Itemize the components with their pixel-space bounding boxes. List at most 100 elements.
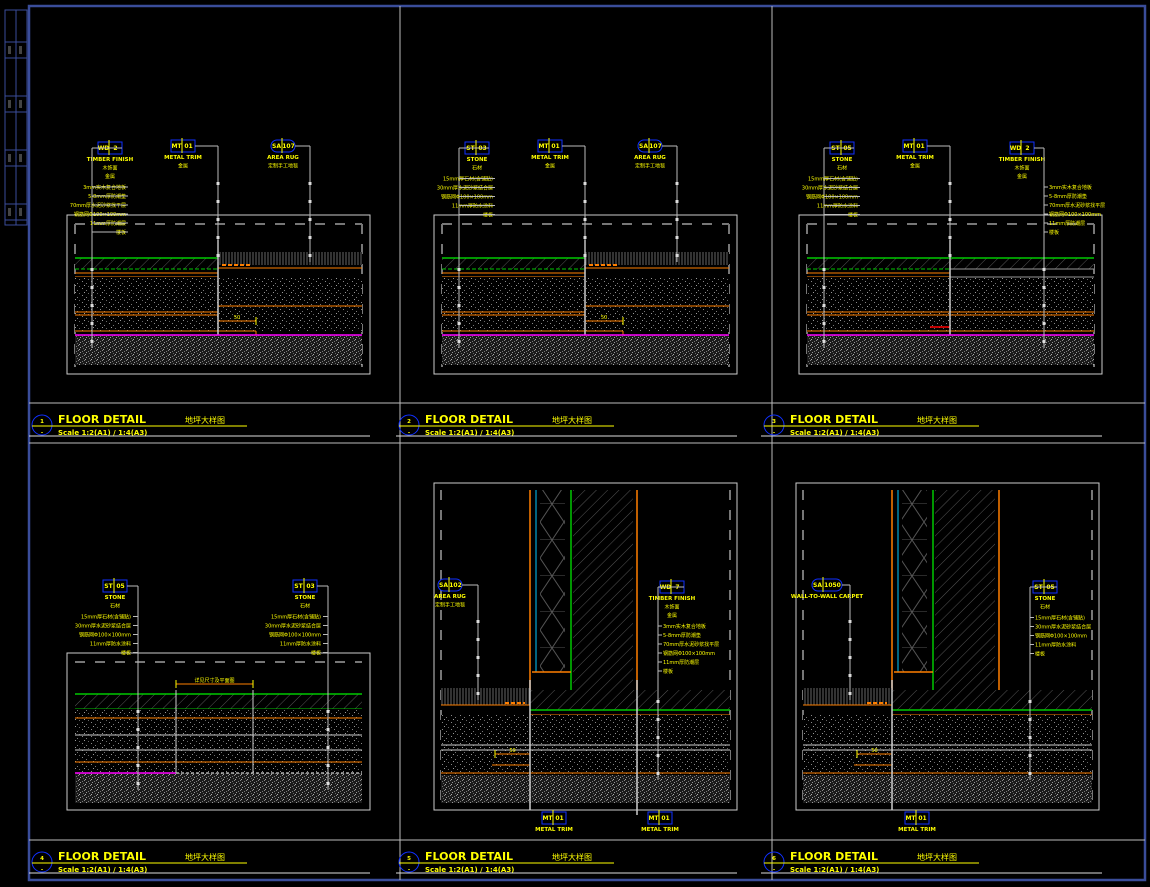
tag-name-cn: 石材 xyxy=(837,165,847,172)
tag-name: METAL TRIM xyxy=(535,827,573,833)
dimension-text: 50 xyxy=(871,748,877,754)
leader-dot xyxy=(1042,268,1046,271)
leader-dot xyxy=(656,736,660,739)
leader-dot xyxy=(136,764,140,767)
leader-dot xyxy=(675,236,679,239)
tag-name-cn: 木饰面 xyxy=(1014,165,1029,172)
tag-name-cn: 石材 xyxy=(472,165,482,172)
detail-boundary xyxy=(66,652,371,811)
tag-number: 01 xyxy=(555,815,563,822)
tag-note: 钢筋网Φ100×100mm xyxy=(1035,633,1087,640)
finish-layer xyxy=(530,690,730,710)
detail-title-cn: 地坪大样图 xyxy=(185,415,225,425)
leader-dot xyxy=(476,674,480,677)
wall-fill xyxy=(935,490,995,690)
tag-note: 楼板 xyxy=(121,650,131,657)
tag-code: MT xyxy=(538,143,549,150)
tag-name-cn: 定制手工地毯 xyxy=(435,602,465,609)
tag-note: 5-8mm厚防潮垫 xyxy=(663,632,701,639)
detail-number: 2 xyxy=(407,419,411,425)
detail-number: 6 xyxy=(772,856,776,862)
leader-dot xyxy=(457,322,461,325)
leader-dot xyxy=(1028,772,1032,775)
leader-dot xyxy=(308,236,312,239)
tag-box xyxy=(541,811,567,825)
tag-box xyxy=(904,811,930,825)
finish-layer xyxy=(892,690,1092,710)
leader-dot xyxy=(848,656,852,659)
detail-number: 1 xyxy=(40,419,44,425)
title-strip-mark xyxy=(8,100,11,108)
detail-title-cn: 地坪大样图 xyxy=(917,415,957,425)
detail-sheet-ref: - xyxy=(773,867,775,873)
leader-dot xyxy=(90,340,94,343)
leader-dot xyxy=(1042,304,1046,307)
tag-name-cn: 金属 xyxy=(667,612,677,619)
leader-dot xyxy=(822,286,826,289)
leader-dot xyxy=(457,286,461,289)
leader-dot xyxy=(1042,340,1046,343)
tag-code: MT xyxy=(648,815,659,822)
detail-number-circle xyxy=(398,851,420,873)
tag-code: SA xyxy=(813,582,822,589)
tag-code: SA xyxy=(439,582,448,589)
leader-dot xyxy=(90,304,94,307)
finish-layer xyxy=(75,258,218,269)
tag-note: 楼板 xyxy=(311,650,321,657)
leader-dot xyxy=(326,764,330,767)
leader-dot xyxy=(656,754,660,757)
tag-name-cn: 金属 xyxy=(545,163,555,170)
leader-dot xyxy=(848,620,852,623)
leader-dot xyxy=(1028,754,1032,757)
detail-title: FLOOR DETAIL xyxy=(58,850,146,863)
tag-name-cn: 金属 xyxy=(105,173,115,180)
slab-fill xyxy=(803,775,1092,803)
detail-number-circle xyxy=(398,414,420,436)
detail-number-circle xyxy=(31,851,53,873)
leader-dot xyxy=(822,322,826,325)
tag-code: MT xyxy=(542,815,553,822)
tag-code: MT xyxy=(903,143,914,150)
dimension-text: 50 xyxy=(509,748,515,754)
leader-dot xyxy=(675,200,679,203)
detail-title-cn: 地坪大样图 xyxy=(552,852,592,862)
leader-dot xyxy=(948,254,952,257)
detail-sheet-ref: - xyxy=(408,867,410,873)
leader-dot xyxy=(476,692,480,695)
tag-note: 钢筋网Φ100×100mm xyxy=(663,650,715,657)
tag-note: 3mm实木复合地板 xyxy=(1049,184,1092,191)
detail-number-circle xyxy=(763,414,785,436)
detail-scale: Scale 1:2(A1) / 1:4(A3) xyxy=(790,429,879,437)
title-strip-mark xyxy=(8,46,11,54)
tag-number: 01 xyxy=(184,143,192,150)
dimension-text: 50 xyxy=(234,315,240,321)
leader-dot xyxy=(476,638,480,641)
detail-scale: Scale 1:2(A1) / 1:4(A3) xyxy=(425,429,514,437)
tag-name-cn: 定制手工地毯 xyxy=(635,163,665,170)
tag-name: STONE xyxy=(105,595,126,601)
leader-dot xyxy=(136,710,140,713)
detail-scale: Scale 1:2(A1) / 1:4(A3) xyxy=(425,866,514,874)
leader-dot xyxy=(90,286,94,289)
tag-name-cn: 木饰面 xyxy=(664,604,679,611)
tag-code: MT xyxy=(905,815,916,822)
detail-sheet-ref: - xyxy=(408,430,410,436)
dimension-text: 50 xyxy=(601,315,607,321)
slab-fill xyxy=(807,335,1094,365)
rug-layer xyxy=(218,252,362,265)
tag-note: 70mm厚水泥砂浆找平层 xyxy=(663,641,719,648)
